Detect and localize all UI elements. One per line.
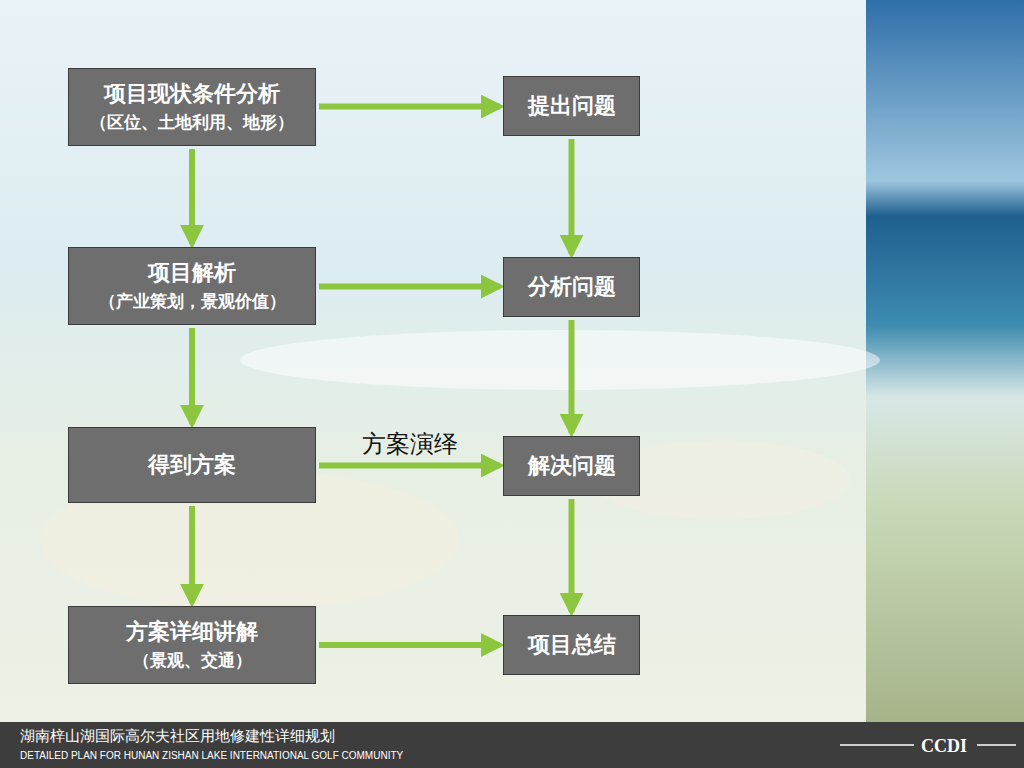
box-title: 项目现状条件分析 xyxy=(104,79,280,109)
box-subtitle: （产业策划，景观价值） xyxy=(99,288,286,314)
process-box: 分析问题 xyxy=(503,257,640,317)
box-title: 解决问题 xyxy=(528,451,616,481)
flow-arrow xyxy=(319,463,500,469)
process-box: 得到方案 xyxy=(68,427,316,503)
process-box: 项目现状条件分析（区位、土地利用、地形） xyxy=(68,68,316,146)
flow-arrow xyxy=(189,149,195,244)
process-box: 提出问题 xyxy=(503,76,640,136)
flow-arrow xyxy=(569,139,575,254)
flow-arrow xyxy=(319,284,500,290)
box-title: 分析问题 xyxy=(528,272,616,302)
process-box: 项目解析（产业策划，景观价值） xyxy=(68,247,316,325)
footer-title: 湖南梓山湖国际高尔夫社区用地修建性详细规划 xyxy=(20,727,335,746)
box-title: 方案详细讲解 xyxy=(126,617,258,647)
flow-arrow xyxy=(189,506,195,603)
box-title: 得到方案 xyxy=(148,450,236,480)
process-box: 项目总结 xyxy=(503,615,640,675)
box-title: 项目总结 xyxy=(528,630,616,660)
box-subtitle: （景观、交通） xyxy=(133,647,252,673)
process-box: 解决问题 xyxy=(503,436,640,496)
flow-arrow xyxy=(569,320,575,433)
box-title: 项目解析 xyxy=(148,258,236,288)
company-logo: CCDI xyxy=(921,736,967,757)
flow-arrow xyxy=(319,642,500,648)
flow-arrow xyxy=(319,104,500,110)
box-title: 提出问题 xyxy=(528,91,616,121)
flow-arrow xyxy=(189,328,195,424)
footer-subtitle: DETAILED PLAN FOR HUNAN ZISHAN LAKE INTE… xyxy=(20,750,403,761)
box-subtitle: （区位、土地利用、地形） xyxy=(90,109,294,135)
process-box: 方案详细讲解（景观、交通） xyxy=(68,606,316,684)
edge-label: 方案演绎 xyxy=(362,428,458,460)
flow-arrow xyxy=(569,499,575,612)
